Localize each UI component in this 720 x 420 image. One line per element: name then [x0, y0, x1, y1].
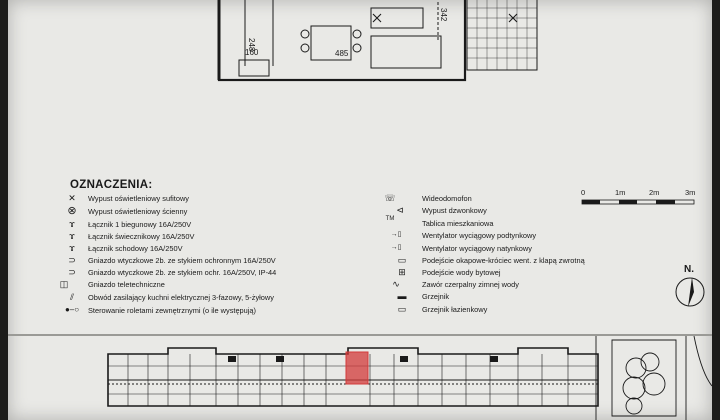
scale-bar: 0 1m 2m 3m [581, 186, 711, 216]
ceiling-fan-icon: →▯ [390, 231, 402, 238]
plan-dim-1: 248 [247, 38, 256, 52]
drawing-sheet: 248 160 485 342 OZNACZENIA: ✕Wypust oświ… [8, 0, 712, 420]
radiator-icon: ▬ [397, 291, 407, 301]
scale-label-0: 0 [581, 188, 586, 197]
cold-water-valve-icon: ∿ [392, 279, 400, 289]
building-key-plan [107, 347, 599, 407]
kitchen-circuit-icon: ⫽ [69, 292, 74, 302]
plan-dim-3: 485 [335, 49, 349, 58]
highlighted-apartment [345, 351, 369, 385]
video-intercom-icon: ☏ [384, 193, 396, 203]
plan-dim-4: 342 [439, 8, 448, 22]
apartment-panel-icon: TM [385, 216, 395, 222]
plan-dim-2: 160 [245, 48, 259, 57]
stair-switch-icon: ɤ [69, 243, 75, 253]
socket-icon: ⊃ [68, 255, 76, 265]
sheet-fold [8, 334, 712, 336]
chandelier-switch-icon: ɤ [69, 231, 75, 241]
site-plan [595, 336, 712, 420]
compass-icon [675, 277, 705, 307]
scale-label-2: 2m [649, 188, 660, 197]
socket-ip44-icon: ⊃ [68, 267, 76, 277]
bathroom-radiator-icon: ▭ [397, 304, 407, 314]
bell-outlet-icon: ⊲ [396, 205, 404, 215]
legend-left: ✕Wypust oświetleniowy sufitowy ⊗Wypust o… [60, 193, 382, 335]
scale-label-3: 3m [685, 188, 696, 197]
surface-fan-icon: →▯ [390, 244, 402, 251]
wall-light-icon: ⊗ [67, 205, 77, 217]
legend-title: OZNACZENIA: [70, 179, 153, 191]
north-arrow: N. [672, 262, 708, 310]
north-label: N. [684, 264, 694, 275]
apartment-floor-plan: 248 160 485 342 [217, 0, 538, 82]
single-switch-icon: ɤ [69, 219, 75, 229]
water-connection-icon: ⊞ [398, 267, 406, 277]
scale-ruler [581, 199, 695, 205]
scale-label-1: 1m [615, 188, 626, 197]
ceiling-light-icon: ✕ [68, 193, 76, 203]
shutter-control-icon: ●–○ [64, 305, 80, 314]
telecom-socket-icon: ◫ [59, 279, 69, 289]
hood-connection-icon: ▭ [397, 255, 407, 265]
